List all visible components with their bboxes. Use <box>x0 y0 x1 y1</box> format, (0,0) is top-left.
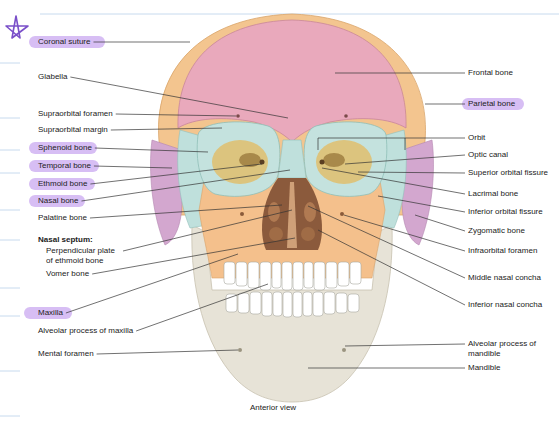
leader-line <box>93 42 190 43</box>
part-label: Palatine bone <box>38 213 87 223</box>
part-label: Supraorbital foramen <box>38 109 113 119</box>
part-label: Infraorbital foramen <box>468 246 537 256</box>
part-label: Glabella <box>38 72 67 82</box>
part-label: Coronal suture <box>38 37 90 47</box>
part-label: Mental foramen <box>38 349 94 359</box>
leader-line <box>378 196 465 212</box>
leader-line <box>415 215 465 231</box>
part-label: Lacrimal bone <box>468 189 518 199</box>
part-label: Zygomatic bone <box>468 226 525 236</box>
orbit-bracket <box>318 138 405 150</box>
part-label: Ethmoid bone <box>38 179 87 189</box>
leader-line <box>81 170 290 201</box>
leader-line <box>90 164 262 184</box>
upper-teeth <box>224 262 361 290</box>
leader-line <box>97 350 238 354</box>
part-label: Frontal bone <box>468 68 513 78</box>
leader-line <box>136 284 268 331</box>
part-label: Supraorbital margin <box>38 125 108 135</box>
part-label: Parietal bone <box>468 99 515 109</box>
leader-line <box>308 368 465 369</box>
leader-line <box>345 344 465 346</box>
part-label: Inferior nasal concha <box>468 300 542 310</box>
part-label: Optic canal <box>468 150 508 160</box>
lower-teeth <box>226 292 359 317</box>
part-label: Sphenoid bone <box>38 143 92 153</box>
part-label: Maxilla <box>38 308 63 318</box>
leader-line <box>322 168 465 194</box>
part-label: Orbit <box>468 133 485 143</box>
part-label: Temporal bone <box>38 161 91 171</box>
leader-line <box>90 205 282 218</box>
notebook-rules <box>0 14 559 416</box>
part-label: Inferior orbital fissure <box>468 207 543 217</box>
leader-line <box>345 155 465 164</box>
part-label: Vomer bone <box>46 269 89 279</box>
leader-line <box>425 104 465 105</box>
leader-line <box>123 210 292 251</box>
leader-line <box>94 166 172 168</box>
part-label: Middle nasal concha <box>468 273 541 283</box>
leader-line <box>358 172 465 173</box>
leader-line <box>111 128 222 130</box>
leader-line <box>344 215 465 251</box>
leader-line <box>95 148 208 152</box>
part-label: Superior orbital fissure <box>468 168 548 178</box>
group-heading: Nasal septum: <box>38 235 93 245</box>
leader-line <box>116 114 236 116</box>
leader-line <box>335 73 465 74</box>
part-label: Alveolar process of mandible <box>468 339 538 359</box>
part-label: Perpendicular plate of ethmoid bone <box>46 246 120 266</box>
part-label: Alveolar process of maxilla <box>38 326 133 336</box>
part-label: Mandible <box>468 363 500 373</box>
leader-line <box>405 138 465 139</box>
figure-caption: Anterior view <box>250 403 296 413</box>
leader-line <box>308 206 465 278</box>
leader-line <box>318 230 465 305</box>
leader-line <box>92 238 295 274</box>
star-mark <box>6 16 28 38</box>
part-label: Nasal bone <box>38 196 78 206</box>
